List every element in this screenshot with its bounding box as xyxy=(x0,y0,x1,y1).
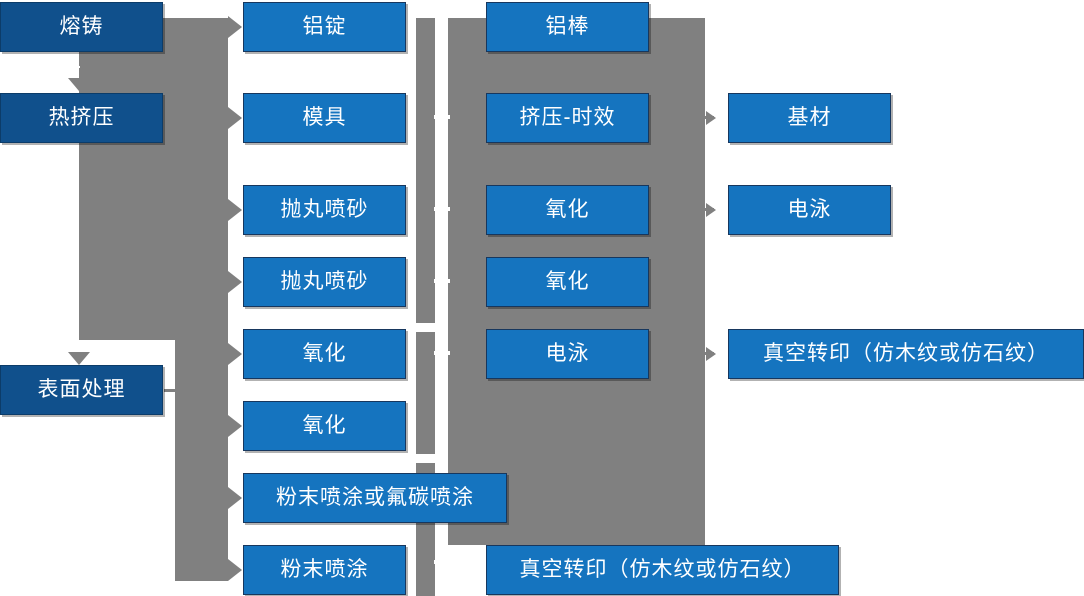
mid-bus-nick-b xyxy=(416,454,435,463)
bus-arrow-to-sub-0 xyxy=(228,16,242,38)
left-bus-upper-stem xyxy=(79,18,228,366)
mid-link-2 xyxy=(434,279,450,283)
node-sub-6[interactable]: 粉末喷涂或氟碳喷涂 xyxy=(243,473,507,523)
node-label: 抛丸喷砂 xyxy=(280,270,369,294)
bus-arrow-to-sub-6 xyxy=(228,487,242,509)
out-arrow-0 xyxy=(706,111,716,125)
node-label: 模具 xyxy=(302,106,347,130)
node-label: 热挤压 xyxy=(48,106,115,130)
node-label: 电泳 xyxy=(787,198,832,222)
node-sec-5[interactable]: 真空转印（仿木纹或仿石纹） xyxy=(486,545,839,595)
node-sub-5[interactable]: 氧化 xyxy=(243,401,406,451)
bus-arrow-to-sub-1 xyxy=(228,107,242,129)
node-stage-0[interactable]: 熔铸 xyxy=(0,2,163,52)
node-sub-3[interactable]: 抛丸喷砂 xyxy=(243,257,406,307)
connector-surface-to-bus xyxy=(164,389,178,392)
node-label: 粉末喷涂或氟碳喷涂 xyxy=(276,486,474,510)
out-arrow-2 xyxy=(706,347,716,361)
node-sec-3[interactable]: 氧化 xyxy=(486,257,649,307)
mid-gap-bottom xyxy=(434,560,450,564)
node-label: 氧化 xyxy=(545,198,590,222)
node-out-1[interactable]: 电泳 xyxy=(728,185,891,235)
node-label: 挤压-时效 xyxy=(519,106,616,130)
mid-link-1 xyxy=(434,207,450,211)
mid-link-3 xyxy=(434,351,450,355)
mid-bus-nick-a xyxy=(416,323,435,332)
node-label: 氧化 xyxy=(545,270,590,294)
node-stage-2[interactable]: 表面处理 xyxy=(0,365,163,415)
node-label: 铝棒 xyxy=(545,15,590,39)
node-label: 粉末喷涂 xyxy=(280,558,369,582)
arrow-down-extrude-to-surface xyxy=(68,352,90,365)
mid-bus-narrow xyxy=(416,18,435,596)
node-sec-1[interactable]: 挤压-时效 xyxy=(486,93,649,143)
node-label: 氧化 xyxy=(302,342,347,366)
node-sec-2[interactable]: 氧化 xyxy=(486,185,649,235)
node-sub-2[interactable]: 抛丸喷砂 xyxy=(243,185,406,235)
node-label: 基材 xyxy=(787,106,832,130)
bus-arrow-to-sub-5 xyxy=(228,415,242,437)
node-label: 铝锭 xyxy=(302,15,347,39)
out-arrow-1 xyxy=(706,203,716,217)
arrow-down-melt-to-extrude xyxy=(68,78,90,91)
bus-arrow-to-sub-2 xyxy=(228,199,242,221)
node-sub-7[interactable]: 粉末喷涂 xyxy=(243,545,406,595)
node-label: 熔铸 xyxy=(59,15,104,39)
left-bus-lower-stem xyxy=(175,366,228,581)
bus-arrow-to-sub-4 xyxy=(228,343,242,365)
node-label: 氧化 xyxy=(302,414,347,438)
left-bus-cut-a xyxy=(0,66,80,68)
node-sub-4[interactable]: 氧化 xyxy=(243,329,406,379)
node-stage-1[interactable]: 热挤压 xyxy=(0,93,163,143)
node-label: 真空转印（仿木纹或仿石纹） xyxy=(763,342,1049,366)
node-out-0[interactable]: 基材 xyxy=(728,93,891,143)
node-label: 电泳 xyxy=(545,342,590,366)
node-label: 表面处理 xyxy=(37,378,126,402)
node-label: 抛丸喷砂 xyxy=(280,198,369,222)
node-sub-0[interactable]: 铝锭 xyxy=(243,2,406,52)
node-sec-0[interactable]: 铝棒 xyxy=(486,2,649,52)
node-sub-1[interactable]: 模具 xyxy=(243,93,406,143)
node-out-2[interactable]: 真空转印（仿木纹或仿石纹） xyxy=(728,329,1084,379)
bus-arrow-to-sub-3 xyxy=(228,271,242,293)
bus-arrow-to-sub-7 xyxy=(228,559,242,581)
node-sec-4[interactable]: 电泳 xyxy=(486,329,649,379)
node-label: 真空转印（仿木纹或仿石纹） xyxy=(519,558,806,582)
mid-link-0 xyxy=(434,115,450,119)
